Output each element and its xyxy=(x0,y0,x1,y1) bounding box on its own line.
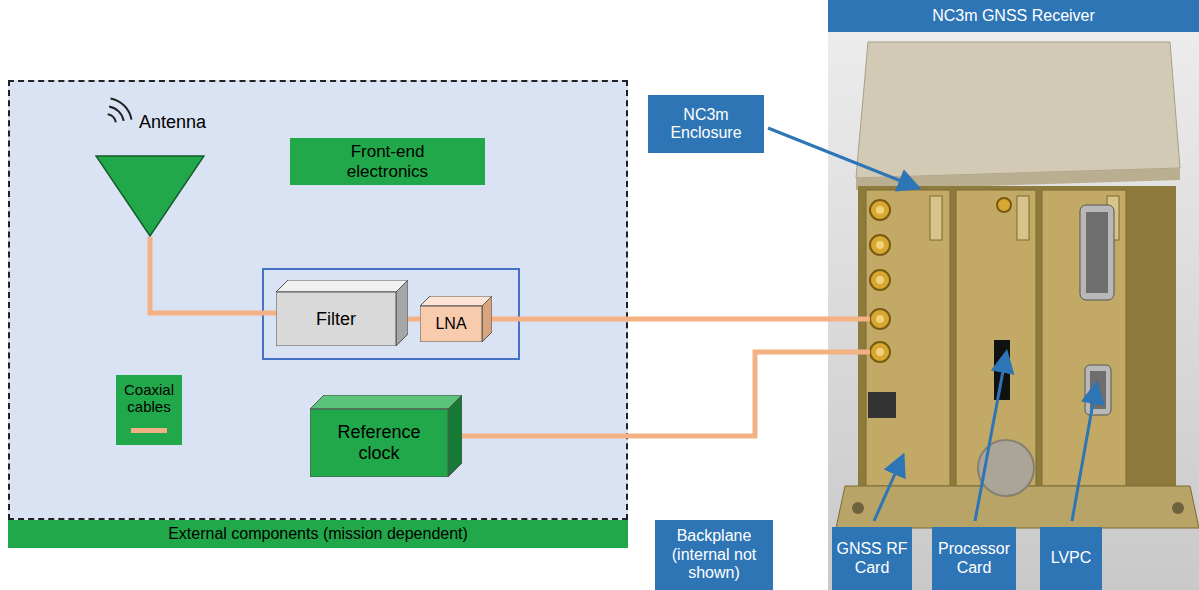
front-end-group: Front-end electronicsFilterLNA xyxy=(262,268,520,360)
lna-box: LNA xyxy=(420,296,492,342)
front-panel xyxy=(858,186,1176,486)
connector-pins xyxy=(876,206,884,356)
box-label: Reference clock xyxy=(318,422,440,463)
callout-box: Processor Card xyxy=(932,527,1016,590)
triangle xyxy=(96,156,204,236)
cable-end xyxy=(828,317,870,322)
callout-box: NC3m Enclosure xyxy=(648,95,764,153)
cube-top xyxy=(276,280,408,292)
rf-port xyxy=(868,392,896,418)
dsub-connector xyxy=(1080,205,1114,300)
card-handle xyxy=(930,196,942,240)
leader-arrows xyxy=(768,128,1096,521)
heading-box: Front-end electronics xyxy=(290,138,485,185)
callout-box: LVPC xyxy=(1040,527,1102,590)
antenna-label: Antenna xyxy=(139,112,206,133)
antenna-triangle xyxy=(95,155,205,237)
flange-hole xyxy=(1172,502,1184,514)
antenna-label-holder: Antenna xyxy=(139,112,206,133)
box-label: Filter xyxy=(316,309,356,330)
callout-box: GNSS RF Card xyxy=(832,527,912,590)
photo-background xyxy=(828,32,1199,590)
reference-clock-box: Reference clock xyxy=(310,395,462,477)
filter-box: Filter xyxy=(276,280,408,346)
callout-label: LVPC xyxy=(1043,549,1099,567)
group-heading: Front-end electronics xyxy=(310,142,465,181)
region-label: External components (mission dependent) xyxy=(168,525,468,543)
lvpc-panel xyxy=(1042,190,1126,486)
callout-label: NC3m Enclosure xyxy=(651,106,761,143)
dsub-connector xyxy=(1085,365,1111,415)
antenna-symbol: Antenna xyxy=(95,155,205,237)
small-connector xyxy=(997,198,1011,212)
title-band: NC3m GNSS Receiver xyxy=(828,0,1199,32)
cube-side xyxy=(448,395,462,477)
cube-side xyxy=(396,280,408,346)
cube-text-holder: Filter xyxy=(276,292,396,346)
cable-end xyxy=(828,350,870,355)
coax-cable xyxy=(492,317,828,322)
callout-label: Backplane (internal not shown) xyxy=(658,527,770,582)
cube-top xyxy=(310,395,462,409)
rf-card-panel xyxy=(866,190,950,486)
cube-text-holder: LNA xyxy=(420,306,482,342)
cube-text-holder: Reference clock xyxy=(310,409,448,477)
callout-label: Processor Card xyxy=(935,540,1013,577)
cube-front xyxy=(310,409,448,477)
region-band: External components (mission dependent) xyxy=(8,520,628,548)
coax-cable xyxy=(408,317,420,322)
external-region: External components (mission dependent)A… xyxy=(8,80,628,520)
card-handle xyxy=(1017,196,1029,240)
legend: Coaxial cables xyxy=(116,375,182,445)
cube-front xyxy=(420,306,482,342)
dsub-inner xyxy=(1086,212,1108,293)
cube-front xyxy=(276,292,396,346)
cube-side xyxy=(482,296,492,342)
enclosure-lid xyxy=(856,42,1180,178)
box-label: LNA xyxy=(435,315,466,333)
flange-hole xyxy=(852,502,864,514)
callout-box: Backplane (internal not shown) xyxy=(655,520,773,590)
receiver-title: NC3m GNSS Receiver xyxy=(932,7,1095,25)
callout-label: GNSS RF Card xyxy=(835,540,909,577)
legend-line-sample xyxy=(131,428,167,433)
legend-label: Coaxial cables xyxy=(119,381,179,416)
cube-top xyxy=(420,296,492,306)
sma-connectors xyxy=(870,200,890,362)
